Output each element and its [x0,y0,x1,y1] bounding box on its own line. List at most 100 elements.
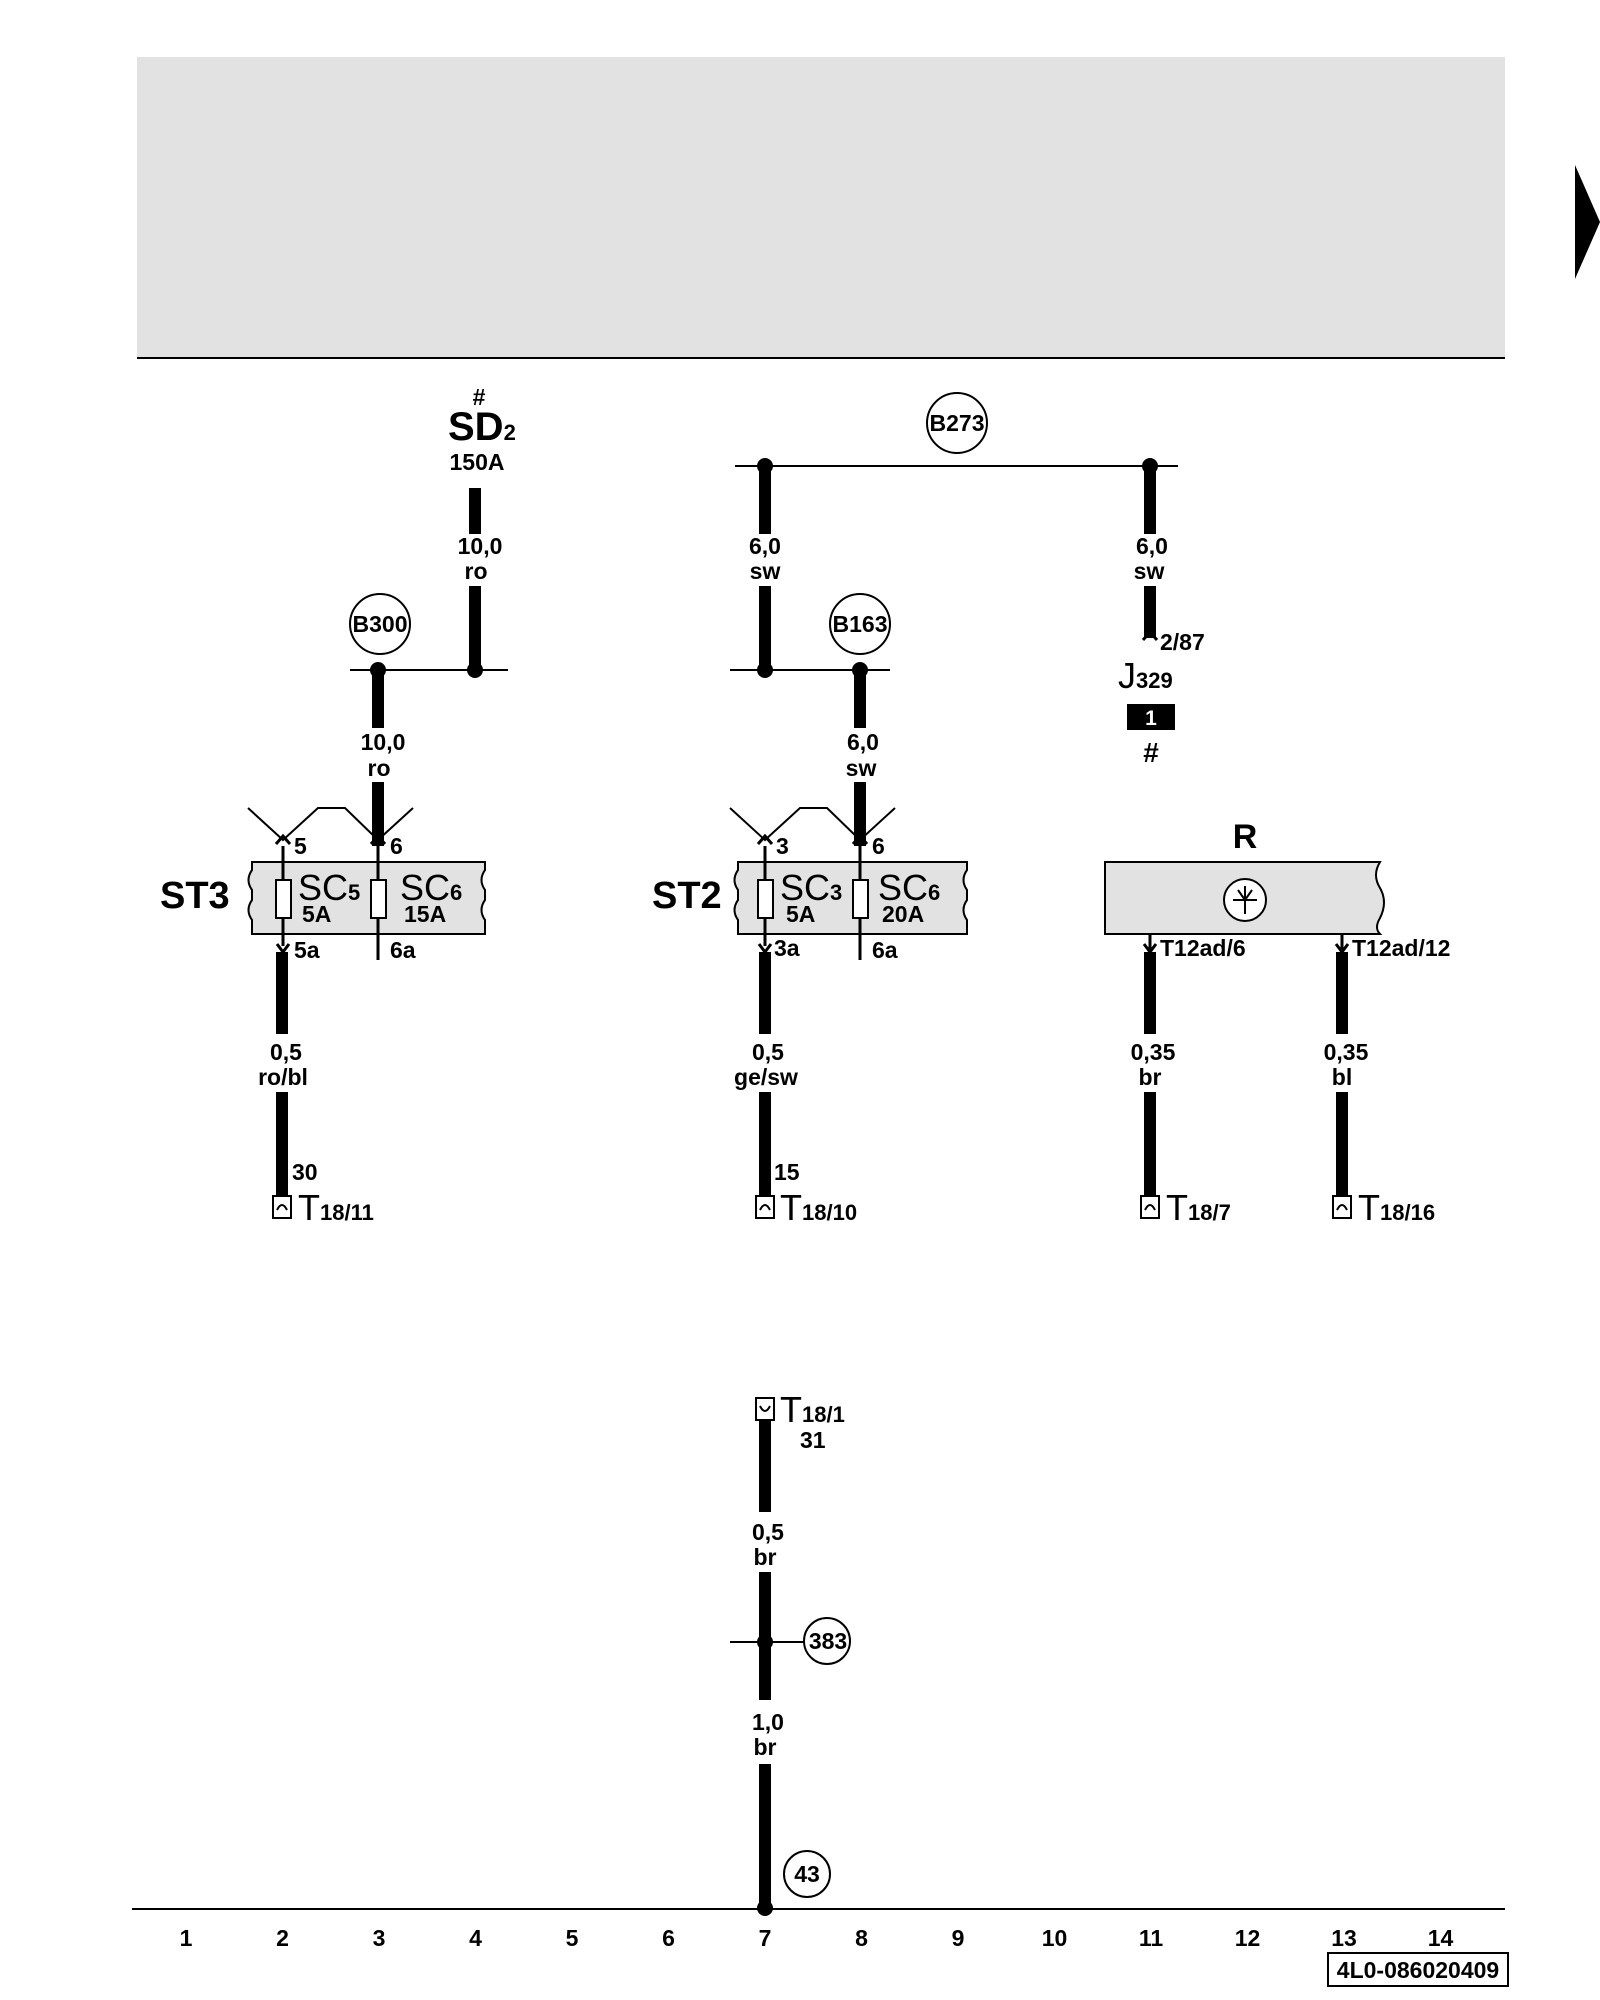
st2-pin-in-left: 3 [776,833,789,859]
r-pin1-label: T12ad/6 [1160,935,1246,961]
st2-fuse2-rating: 20A [882,901,924,927]
ground-connector-icon-arc [759,1405,771,1412]
connector-4-icon-arc [1336,1204,1348,1211]
sd-feed-wire-upper [469,488,481,534]
st2-feed-wire-upper [854,670,866,728]
column-number: 5 [566,1925,579,1951]
j329-pin-arrow [1141,629,1159,641]
b273-right-wire-upper [1144,466,1156,534]
ground-wire-2-upper [759,1650,771,1700]
b163-junction [829,593,891,655]
st3-feed-wire-color: ro [368,755,391,781]
st2-out-wire-lower [759,1092,771,1196]
r-antenna-icon [1233,886,1257,914]
connector-2-icon [755,1195,775,1219]
st2-holder [733,861,968,935]
column-number: 10 [1042,1925,1068,1951]
next-page-arrow-icon[interactable] [1575,165,1600,279]
st2-label: ST2 [652,875,722,917]
st2-out-wire-color: ge/sw [734,1064,798,1090]
connector-3-icon-arc [1144,1204,1156,1211]
connector-3-icon [1140,1195,1160,1219]
column-number: 4 [469,1925,482,1951]
sd-feed-wire-color: ro [465,558,488,584]
connector-1-pin: 30 [292,1159,318,1185]
st3-fuse2-label: SC6 [400,867,462,908]
st3-fuse2-symbol [370,879,387,919]
st3-pin-out-left: 5a [294,937,320,963]
ground-383-junction [803,1617,851,1665]
st2-pin-out-left: 3a [774,935,800,961]
r-out2-wire-upper [1336,952,1348,1034]
st2-feed-to-fuse [854,838,866,846]
ground-wire-2-color: br [754,1734,777,1760]
j329-location-number: 1 [1145,707,1157,730]
connector-1-label: T18/11 [298,1187,374,1228]
sd-hash: # [473,384,486,410]
ground-wire-2-lower [759,1764,771,1910]
st2-pin-in-right: 6 [872,833,885,859]
st2-fuse1-rating: 5A [786,901,815,927]
b300-node-right [467,662,483,678]
doc-code: 4L0-086020409 [1337,1957,1499,1983]
st3-feed-to-fuse [372,838,384,846]
st2-fuse1-label: SC3 [780,867,842,908]
sd-fuse-rating: 150A [450,449,505,475]
b273-left-wire-color: sw [750,558,781,584]
b163-label: B163 [833,611,888,637]
r-out1-wire-upper [1144,952,1156,1034]
st2-fuse1-symbol [757,879,774,919]
column-number: 12 [1235,1925,1261,1951]
r-out2-wire-size: 0,35 [1324,1039,1369,1065]
r-out2-wire-color: bl [1332,1064,1352,1090]
connector-1-icon-arc [276,1204,288,1211]
st3-label: ST3 [160,875,230,917]
r-out1-wire-color: br [1139,1064,1162,1090]
st3-out-wire-color: ro/bl [258,1064,308,1090]
r-label: R [1233,818,1258,856]
sd-fuse-label: SD2 [448,405,516,449]
column-number: 1 [180,1925,193,1951]
j329-label: J329 [1118,655,1173,696]
connector-2-label: T18/10 [780,1187,857,1228]
st3-out-wire-upper [276,952,288,1034]
ground-wire-1-color: br [754,1544,777,1570]
header-panel [137,57,1505,357]
b300-junction [349,593,411,655]
column-number: 6 [662,1925,675,1951]
column-number: 2 [276,1925,289,1951]
st3-pin-out-right: 6a [390,937,416,963]
sd-feed-wire-size: 10,0 [458,533,503,559]
ground-43-label: 43 [794,1861,820,1887]
st3-fuse1-label: SC5 [298,867,360,908]
ground-383-label: 383 [809,1628,847,1654]
st2-bridge [729,807,896,842]
st3-feed-wire-size: 10,0 [361,729,406,755]
b273-right-wire-lower [1144,586,1156,638]
j329-hash: # [1143,737,1159,768]
b300-label: B300 [353,611,408,637]
connector-2-pin: 15 [774,1159,800,1185]
st3-bridge [247,807,414,842]
st2-out-wire-upper [759,952,771,1034]
st3-feed-wire-lower [372,782,384,838]
r-out1-wire-lower [1144,1092,1156,1196]
j329-location-box [1127,704,1175,730]
st3-pin-arrow-left [274,833,292,845]
st3-holder [247,861,486,935]
st2-pin-arrow-left [756,833,774,845]
column-number: 9 [952,1925,965,1951]
connector-3-label: T18/7 [1166,1187,1231,1228]
ground-wire-1-size: 0,5 [752,1519,784,1545]
r-pin2-label: T12ad/12 [1352,935,1450,961]
st2-pin-out-right: 6a [872,937,898,963]
st2-fuse2-symbol [852,879,869,919]
connector-2-icon-arc [759,1204,771,1211]
ground-wire-1-upper [759,1420,771,1512]
b273-junction [926,392,988,454]
connector-4-icon [1332,1195,1352,1219]
ground-383-node [757,1634,773,1650]
r-out1-wire-size: 0,35 [1131,1039,1176,1065]
st3-out-wire-lower [276,1092,288,1196]
st2-feed-wire-lower [854,782,866,838]
